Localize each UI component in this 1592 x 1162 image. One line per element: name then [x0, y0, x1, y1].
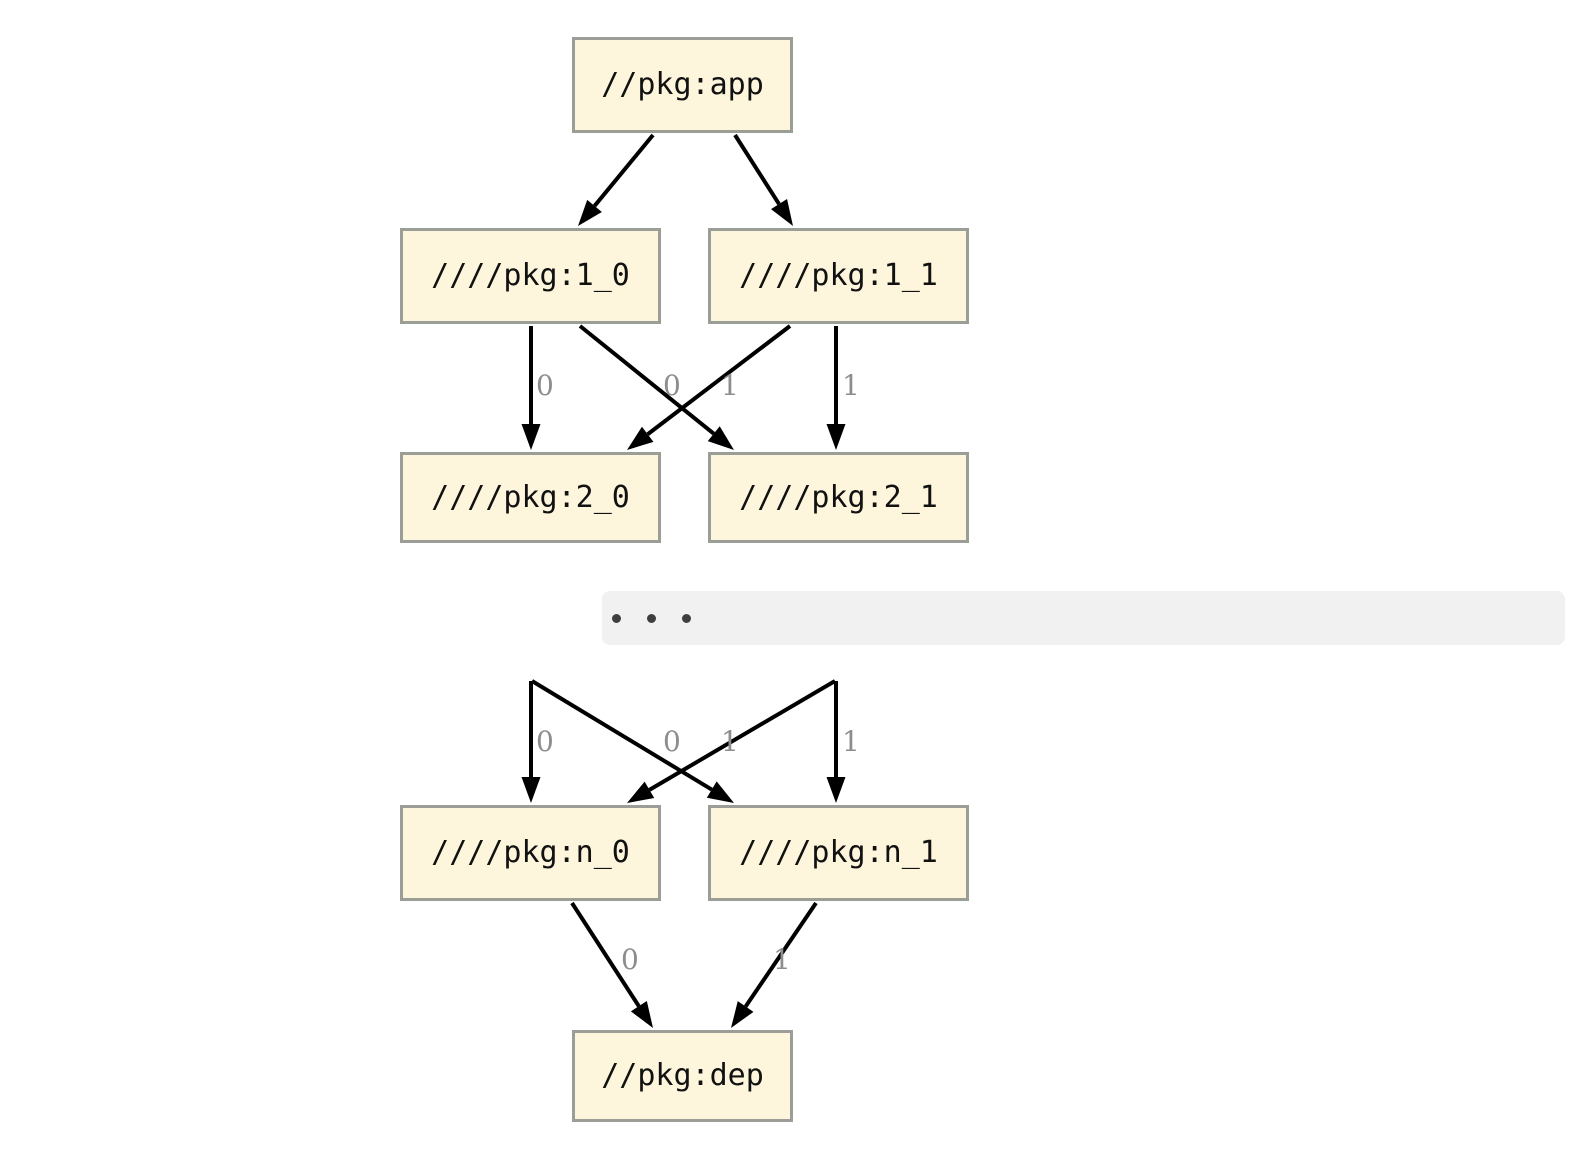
graph-node-label: ////pkg:2_1 [739, 479, 938, 515]
edge-label: 1 [773, 943, 791, 976]
arrowhead-icon [826, 424, 846, 450]
arrowhead-icon [706, 781, 734, 803]
arrowhead-icon [521, 424, 541, 450]
edge-label: 1 [842, 369, 860, 402]
graph-edge [578, 133, 655, 226]
graph-node-l2_0[interactable]: ////pkg:2_0 [400, 452, 661, 543]
graph-node-label: //pkg:dep [601, 1058, 764, 1093]
ellipsis-dot [682, 614, 691, 623]
graph-node-label: ////pkg:1_1 [739, 258, 938, 293]
arrowhead-icon [521, 777, 541, 803]
edge-label: 1 [842, 725, 860, 758]
graph-edge [570, 901, 653, 1028]
graph-edge [530, 679, 734, 803]
graph-node-ln_0[interactable]: ////pkg:n_0 [400, 805, 661, 901]
arrowhead-icon [578, 199, 602, 226]
graph-node-ln_1[interactable]: ////pkg:n_1 [708, 805, 969, 901]
arrowhead-icon [627, 426, 654, 450]
ellipsis-dots [612, 614, 691, 623]
graph-node-label: ////pkg:1_0 [431, 258, 630, 293]
graph-node-app[interactable]: //pkg:app [572, 37, 793, 133]
edge-label: 0 [536, 725, 554, 758]
graph-node-l1_1[interactable]: ////pkg:1_1 [708, 228, 969, 324]
graph-node-label: ////pkg:n_1 [739, 835, 938, 870]
arrowhead-icon [627, 781, 655, 803]
edge-label: 1 [721, 369, 739, 402]
ellipsis-dot [647, 614, 656, 623]
graph-node-label: ////pkg:2_0 [431, 479, 630, 515]
arrowhead-icon [771, 198, 793, 226]
arrowhead-icon [826, 777, 846, 803]
arrowhead-icon [707, 426, 734, 450]
ellipsis-dot [612, 614, 621, 623]
graph-edge [578, 324, 734, 450]
graph-edge [627, 324, 792, 450]
arrowhead-icon [731, 1001, 754, 1028]
arrowhead-icon [630, 1001, 653, 1028]
edge-label: 0 [663, 725, 681, 758]
graph-node-label: ////pkg:n_0 [431, 835, 630, 870]
edge-label: 0 [621, 943, 639, 976]
graph-node-l2_1[interactable]: ////pkg:2_1 [708, 452, 969, 543]
graph-node-l1_0[interactable]: ////pkg:1_0 [400, 228, 661, 324]
edge-label: 0 [663, 369, 681, 402]
graph-edge [733, 133, 793, 226]
edge-label: 0 [536, 369, 554, 402]
edge-label: 1 [721, 725, 739, 758]
graph-node-dep[interactable]: //pkg:dep [572, 1030, 793, 1122]
graph-node-label: //pkg:app [601, 67, 764, 102]
ellipsis-separator-band [602, 591, 1565, 645]
